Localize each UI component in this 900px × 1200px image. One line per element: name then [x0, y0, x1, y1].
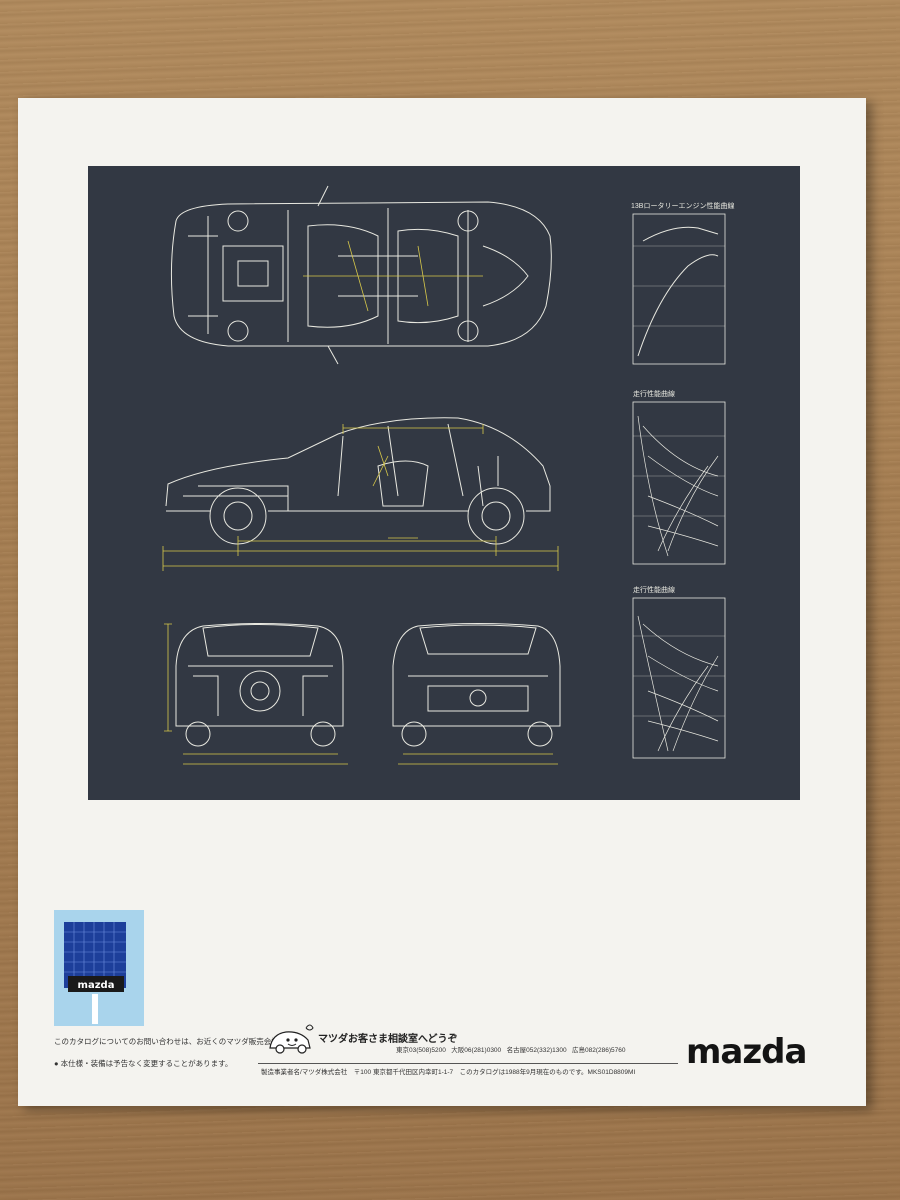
drive-chart-2-title: 走行性能曲線 — [633, 585, 675, 594]
dealer-sign-drawing: mazda — [64, 922, 126, 1024]
car-top-view — [170, 185, 552, 365]
service-phones: 東京03(508)5200 大阪06(281)0300 名古屋052(332)1… — [396, 1044, 625, 1054]
footer-divider — [258, 1063, 678, 1064]
phone-hiroshima: 広島082(286)5760 — [572, 1047, 626, 1054]
car-side-view — [165, 417, 551, 545]
top-view-yellow-lines — [303, 240, 483, 312]
car-front-view — [175, 623, 344, 747]
blueprint-drawing: 13Bロータリーエンジン性能曲線 走行性能曲線 — [162, 185, 734, 765]
car-rear-view — [392, 623, 561, 747]
rear-view-dimensions — [398, 753, 558, 765]
service-center-label: マツダお客さま相談室へどうぞ — [318, 1034, 458, 1045]
dealer-sign-logo-text: mazda — [78, 980, 115, 991]
engine-performance-chart: 13Bロータリーエンジン性能曲線 — [631, 201, 734, 365]
drive-performance-chart-2: 走行性能曲線 — [632, 585, 726, 759]
blueprint-panel: 13Bロータリーエンジン性能曲線 走行性能曲線 — [88, 166, 800, 800]
front-view-dimensions — [164, 623, 348, 765]
contact-text: このカタログについてのお問い合わせは、お近くのマツダ販売会社または — [54, 1037, 302, 1046]
engine-chart-title: 13Bロータリーエンジン性能曲線 — [631, 201, 734, 210]
notice-text: ● 本仕様・装備は予告なく変更することがあります。 — [54, 1059, 233, 1068]
customer-service-block: マツダお客さま相談室へどうぞ 東京03(508)5200 大阪06(281)03… — [266, 1018, 706, 1058]
dealer-sign-illustration: mazda — [54, 910, 144, 1026]
maker-text: 製造事業者名/マツダ株式会社 〒100 東京都千代田区内幸町1-1-7 このカタ… — [261, 1069, 636, 1076]
car-mascot-icon — [269, 1024, 314, 1054]
phone-nagoya: 名古屋052(332)1300 — [506, 1047, 567, 1054]
phone-tokyo: 東京03(508)5200 — [396, 1047, 446, 1054]
side-view-dimensions — [162, 424, 559, 571]
phone-osaka: 大阪06(281)0300 — [451, 1047, 502, 1054]
drive-performance-chart-1: 走行性能曲線 — [632, 389, 726, 565]
catalog-back-cover: 13Bロータリーエンジン性能曲線 走行性能曲線 — [18, 98, 866, 1106]
drive-chart-1-title: 走行性能曲線 — [633, 389, 675, 398]
mazda-logo: mazda — [686, 1032, 807, 1072]
